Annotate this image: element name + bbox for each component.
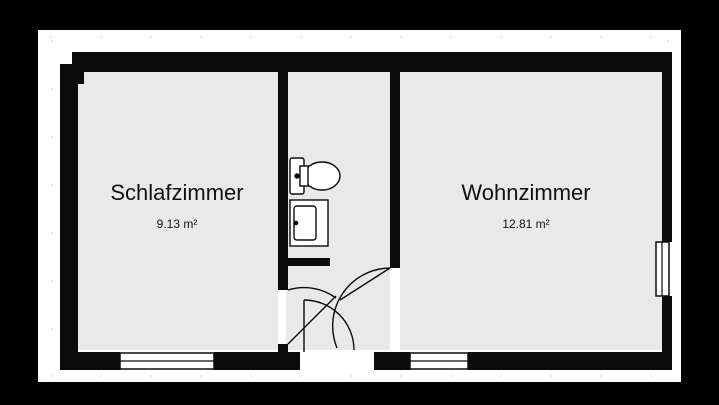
room-name-living: Wohnzimmer <box>461 180 590 205</box>
room-name-bedroom: Schlafzimmer <box>110 180 243 205</box>
toilet-icon <box>289 157 341 195</box>
window-icon <box>655 241 670 297</box>
room-area-living: 12.81 m² <box>502 217 549 231</box>
wall-bedroom-corridor <box>278 72 288 266</box>
outer-wall-bottom-left <box>60 352 120 370</box>
outer-wall-bottom-mid <box>374 352 410 370</box>
walls <box>60 52 672 370</box>
sink-icon <box>289 199 329 247</box>
outer-wall-bottom-mid-left <box>214 352 300 370</box>
wall-corridor-living <box>390 72 400 268</box>
wall-bedroom-corridor-stub <box>278 344 288 354</box>
room-area-bedroom: 9.13 m² <box>157 217 198 231</box>
outer-wall-right <box>662 52 672 242</box>
outer-wall-left <box>60 64 78 370</box>
outer-wall-right-lower <box>662 296 672 370</box>
door-swing-icon <box>287 267 391 352</box>
floor-living <box>400 72 662 350</box>
window-living-bottom <box>409 352 469 370</box>
window-bedroom <box>119 352 215 370</box>
wall-bathroom-bottom <box>288 258 330 266</box>
entrance-opening <box>300 352 374 370</box>
outer-wall-bottom-right <box>468 352 672 370</box>
floor-bedroom <box>78 72 278 350</box>
outer-wall-top <box>72 52 671 84</box>
wall-bedroom-corridor-lower <box>278 266 288 290</box>
